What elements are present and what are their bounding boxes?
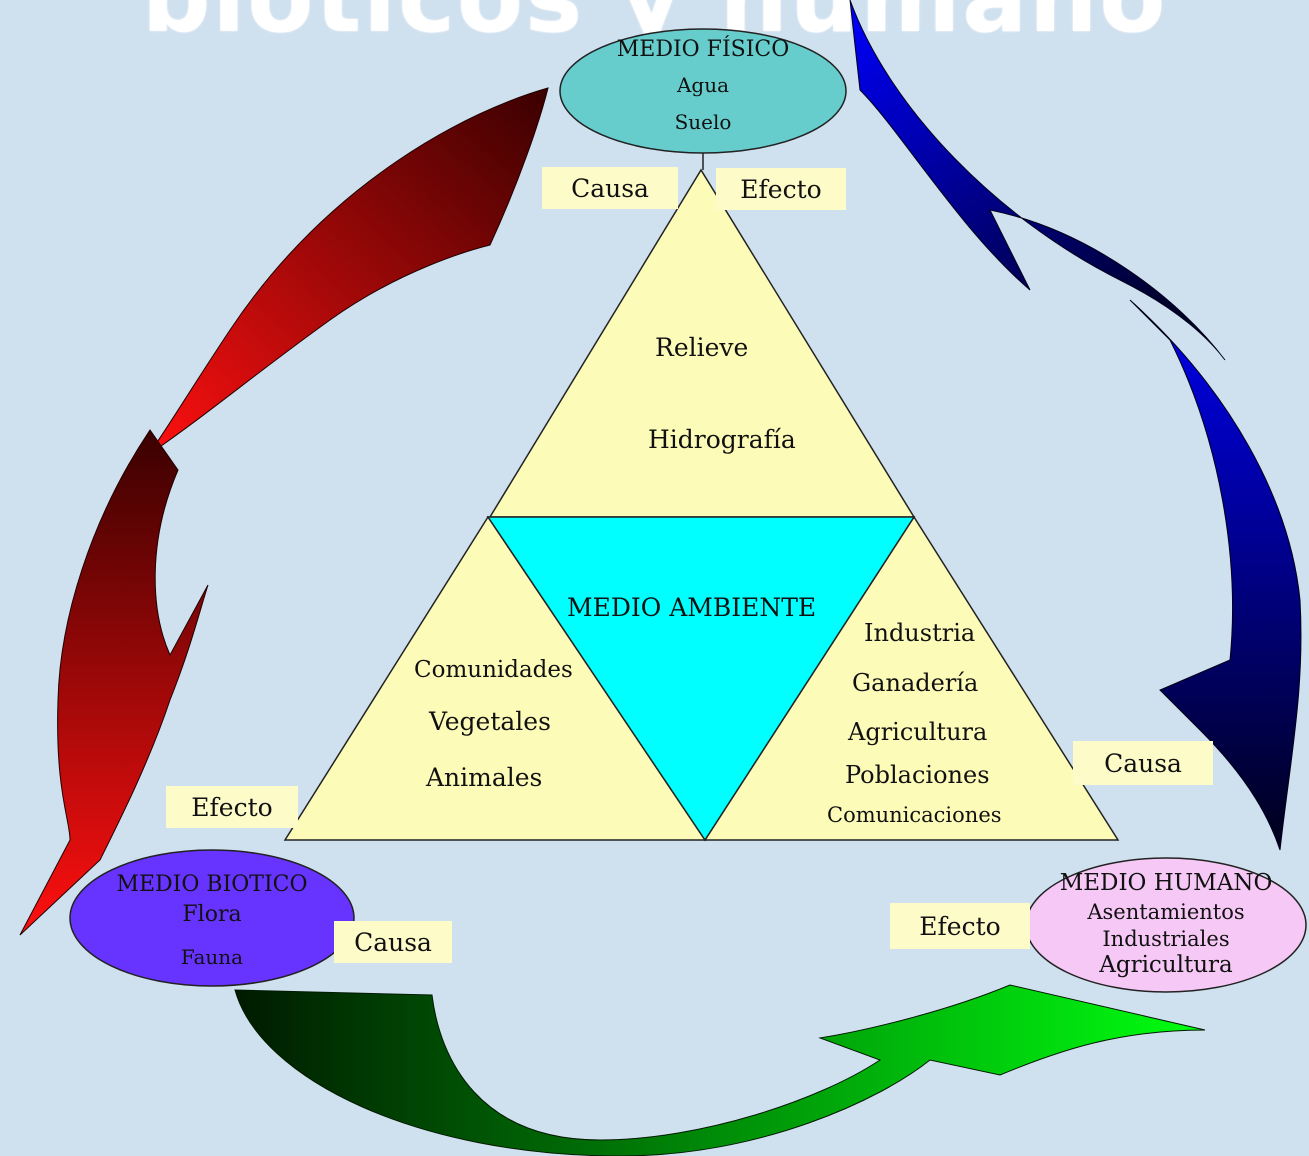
- label-left-efecto: Efecto: [166, 786, 298, 828]
- blue-arrow-lower: [1129, 299, 1302, 851]
- node-fisico-item-2: Suelo: [674, 110, 732, 134]
- green-arrow: [234, 984, 1206, 1156]
- label-right-efecto: Efecto: [890, 903, 1030, 949]
- label-top-efecto: Efecto: [716, 168, 846, 210]
- node-humano-item-3: Agricultura: [1099, 952, 1233, 978]
- label-right-causa: Causa: [1073, 741, 1213, 785]
- center-triangle: [486, 516, 916, 842]
- node-humano-title: MEDIO HUMANO: [1059, 870, 1273, 896]
- node-biotico-item-1: Flora: [182, 902, 242, 927]
- node-biotico-ellipse: [69, 849, 355, 987]
- center-label: MEDIO AMBIENTE: [567, 593, 817, 622]
- left-triangle-item-3: Animales: [426, 763, 543, 792]
- left-triangle-item-2: Vegetales: [429, 707, 551, 736]
- node-biotico-item-2: Fauna: [180, 945, 244, 969]
- right-triangle-item-1: Industria: [864, 619, 976, 647]
- node-biotico-title: MEDIO BIOTICO: [116, 872, 308, 897]
- right-triangle-item-3: Agricultura: [848, 718, 988, 746]
- label-left-causa: Causa: [334, 921, 452, 963]
- red-arrow-lower: [19, 429, 209, 936]
- top-triangle-item-1: Relieve: [655, 333, 749, 362]
- right-triangle-item-4: Poblaciones: [845, 761, 990, 789]
- node-fisico-item-1: Agua: [676, 73, 730, 97]
- left-triangle-item-1: Comunidades: [414, 657, 573, 683]
- top-triangle-item-2: Hidrografía: [648, 425, 796, 454]
- node-humano-item-2: Industriales: [1102, 927, 1230, 951]
- label-top-causa: Causa: [542, 167, 678, 209]
- right-triangle-item-2: Ganadería: [852, 669, 979, 697]
- node-fisico-title: MEDIO FÍSICO: [616, 37, 790, 62]
- red-arrow-upper: [147, 87, 549, 456]
- blue-arrow-upper: [849, 0, 1226, 361]
- right-triangle-item-5: Comunicaciones: [827, 803, 1002, 827]
- node-humano-item-1: Asentamientos: [1087, 900, 1245, 924]
